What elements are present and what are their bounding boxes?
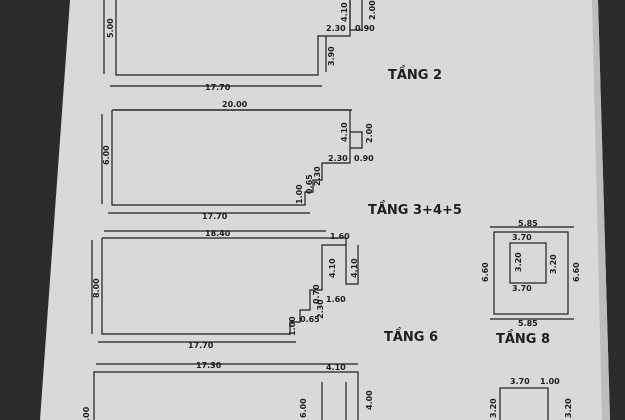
p3-tr-dim: 1.60 bbox=[330, 232, 350, 241]
plan-bottom-outline bbox=[93, 371, 359, 420]
p4-inner-right-dim: 3.20 bbox=[549, 254, 558, 274]
p1-r2-dim: 2.00 bbox=[368, 0, 377, 20]
p4-inner-bottom-dim: 3.70 bbox=[512, 284, 532, 293]
p5-r2-dim: 4.00 bbox=[365, 390, 374, 410]
p1-bottom-dim: 17.70 bbox=[205, 83, 231, 92]
p1-r1-dim: 4.10 bbox=[340, 2, 349, 22]
p2-notch-dim: 0.90 bbox=[354, 154, 374, 163]
p6-top2-dim: 1.00 bbox=[540, 377, 560, 386]
p1-step-dim: 2.30 bbox=[326, 24, 346, 33]
p5-tr-dim: 4.10 bbox=[326, 363, 346, 372]
paper-sheet bbox=[40, 0, 610, 420]
p2-d2-dim: 0.65 bbox=[305, 174, 314, 194]
p2-left-dim: 6.00 bbox=[102, 145, 111, 165]
paper-shadow bbox=[592, 0, 610, 420]
title-tang2: TẦNG 2 bbox=[388, 65, 442, 83]
plan-tang6-notch bbox=[345, 245, 359, 285]
p2-r2-dim: 2.00 bbox=[365, 123, 374, 143]
plan-tang8-inner bbox=[509, 242, 547, 284]
p3-d5-dim: 1.00 bbox=[288, 316, 297, 336]
plan-tang2-notch bbox=[349, 0, 363, 31]
p4-top-dim: 5.85 bbox=[518, 219, 538, 228]
plan-tang345-notch bbox=[350, 131, 363, 149]
p1-r3-dim: 3.90 bbox=[327, 46, 336, 66]
p4-right-dim: 6.60 bbox=[572, 262, 581, 282]
plan-tang8-outer bbox=[493, 231, 569, 315]
p4-left-dim: 6.60 bbox=[481, 262, 490, 282]
p5-left-dim: 20.00 bbox=[82, 406, 91, 420]
p4-inner-top-dim: 3.70 bbox=[512, 233, 532, 242]
p3-r1-dim: 4.10 bbox=[328, 258, 337, 278]
title-tang6: TẦNG 6 bbox=[384, 327, 438, 345]
p1-left-dim: 5.00 bbox=[106, 18, 115, 38]
plan-br-outline bbox=[499, 387, 549, 420]
p2-r1-dim: 4.10 bbox=[340, 122, 349, 142]
title-tang345: TẦNG 3+4+5 bbox=[368, 200, 462, 218]
p3-r2-dim: 4.10 bbox=[350, 258, 359, 278]
p3-d1-dim: 0.70 bbox=[312, 284, 321, 304]
p4-inner-left-dim: 3.20 bbox=[514, 252, 523, 272]
p3-d2-dim: 2.30 bbox=[316, 299, 325, 319]
p3-bottom-dim: 17.70 bbox=[188, 341, 214, 350]
p1-notch-dim: 0.90 bbox=[355, 24, 375, 33]
p3-top-dim: 18.40 bbox=[205, 229, 231, 238]
p6-left-dim: 3.20 bbox=[489, 398, 498, 418]
p6-top1-dim: 3.70 bbox=[510, 377, 530, 386]
p2-d3-dim: 1.00 bbox=[295, 184, 304, 204]
p3-d4-dim: 0.65 bbox=[300, 315, 320, 324]
p5-top-dim: 17.30 bbox=[196, 361, 222, 370]
p2-top-dim: 20.00 bbox=[222, 100, 248, 109]
p6-right-dim: 3.20 bbox=[564, 398, 573, 418]
p2-step-dim: 2.30 bbox=[328, 154, 348, 163]
p3-d3-dim: 1.60 bbox=[326, 295, 346, 304]
title-tang8: TẦNG 8 bbox=[496, 329, 550, 347]
plan-tang345-outline bbox=[111, 109, 351, 206]
p4-bottom-dim: 5.85 bbox=[518, 319, 538, 328]
p2-d1-dim: 2.30 bbox=[313, 166, 322, 186]
p3-left-dim: 8.00 bbox=[92, 278, 101, 298]
p2-bottom-dim: 17.70 bbox=[202, 212, 228, 221]
p5-r1-dim: 6.00 bbox=[299, 398, 308, 418]
